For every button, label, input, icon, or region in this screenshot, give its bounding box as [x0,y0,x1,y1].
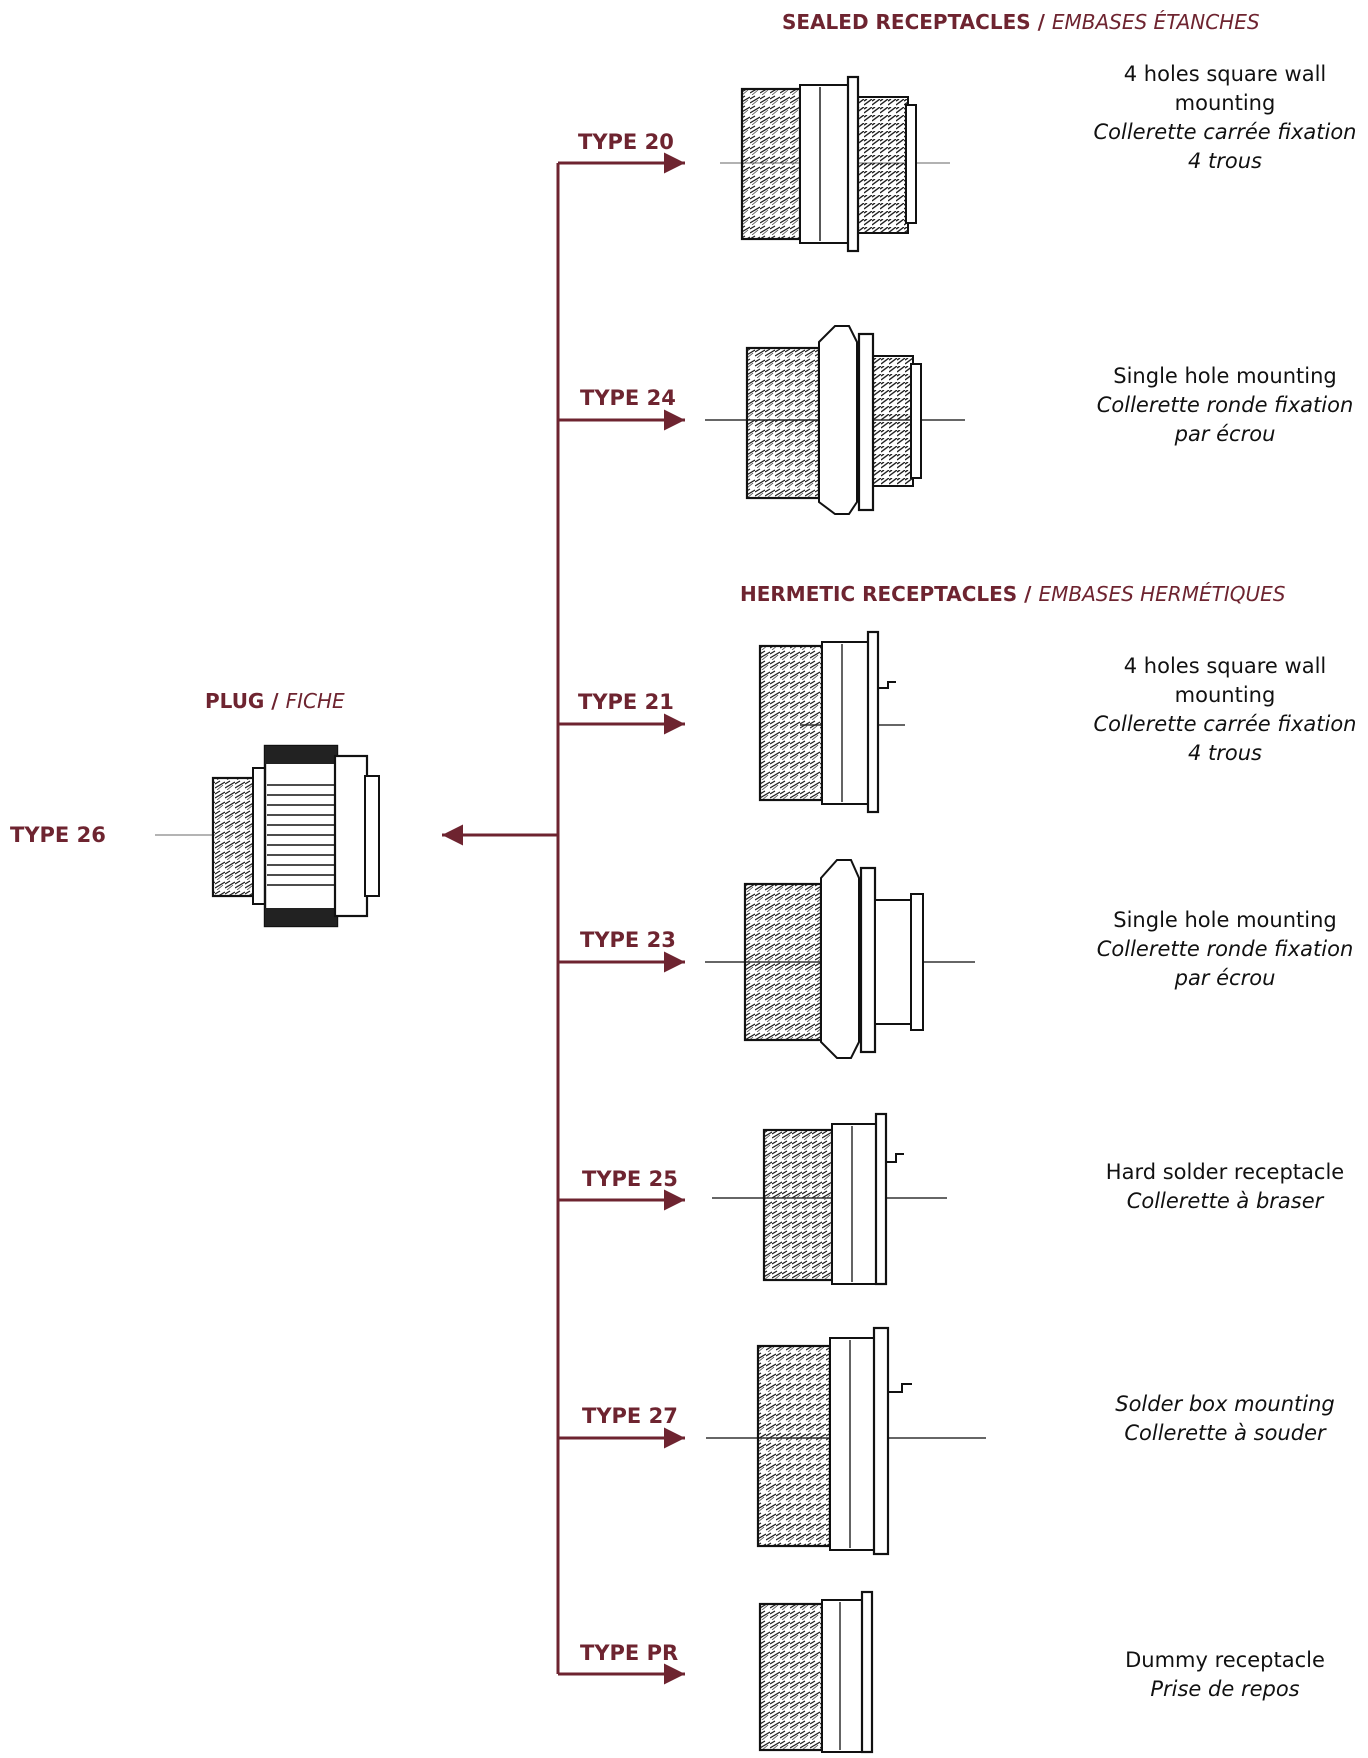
type-label-21: TYPE 21 [578,690,674,714]
hermetic-receptacles-header: HERMETIC RECEPTACLES / EMBASES HERMÉTIQU… [740,582,1285,606]
desc-fr: Collerette à braser [1126,1189,1324,1213]
plug-drawing [155,744,380,928]
sealed-header-en: SEALED RECEPTACLES / [782,10,1045,34]
type-label-23: TYPE 23 [580,928,676,952]
desc-en: Dummy receptacle [1125,1648,1325,1672]
desc-type-24: Single hole mounting Collerette ronde fi… [1085,362,1365,449]
desc-type-20: 4 holes square wall mounting Collerette … [1085,60,1365,176]
desc-en: Single hole mounting [1113,908,1337,932]
type-label-25: TYPE 25 [582,1167,678,1191]
desc-type-21: 4 holes square wall mounting Collerette … [1085,652,1365,768]
desc-fr: Collerette ronde fixation par écrou [1096,937,1354,990]
receptacle-type-24-drawing [705,325,965,515]
receptacle-type-27-drawing [706,1326,986,1556]
type-label-26: TYPE 26 [10,823,106,847]
plug-header-en: PLUG / [205,689,279,713]
desc-type-pr: Dummy receptacle Prise de repos [1085,1646,1365,1704]
hermetic-header-fr: EMBASES HERMÉTIQUES [1038,582,1286,606]
desc-en: Hard solder receptacle [1105,1160,1345,1184]
type-label-20: TYPE 20 [578,130,674,154]
type-label-24: TYPE 24 [580,386,676,410]
desc-fr: Collerette carrée fixation 4 trous [1093,712,1357,765]
receptacle-type-21-drawing [758,630,905,814]
desc-en: Single hole mounting [1113,364,1337,388]
desc-type-23: Single hole mounting Collerette ronde fi… [1085,906,1365,993]
desc-type-27: Solder box mounting Collerette à souder [1085,1390,1365,1448]
desc-fr: Collerette ronde fixation par écrou [1096,393,1354,446]
desc-fr: Collerette carrée fixation 4 trous [1093,120,1357,173]
receptacle-type-20-drawing [720,75,950,253]
plug-header: PLUG / FICHE [205,689,345,713]
desc-fr: Collerette à souder [1124,1421,1326,1445]
type-label-27: TYPE 27 [582,1404,678,1428]
desc-en: 4 holes square wall mounting [1123,654,1327,707]
sealed-receptacles-header: SEALED RECEPTACLES / EMBASES ÉTANCHES [782,10,1260,34]
receptacle-type-23-drawing [705,859,975,1059]
desc-en: Solder box mounting [1115,1392,1335,1416]
desc-fr: Prise de repos [1150,1677,1300,1701]
desc-en: 4 holes square wall mounting [1123,62,1327,115]
sealed-header-fr: EMBASES ÉTANCHES [1051,10,1260,34]
hermetic-header-en: HERMETIC RECEPTACLES / [740,582,1032,606]
plug-header-fr: FICHE [285,689,345,713]
type-label-pr: TYPE PR [580,1641,679,1665]
receptacle-type-25-drawing [712,1112,947,1286]
desc-type-25: Hard solder receptacle Collerette à bras… [1085,1158,1365,1216]
receptacle-type-pr-drawing [758,1590,874,1754]
